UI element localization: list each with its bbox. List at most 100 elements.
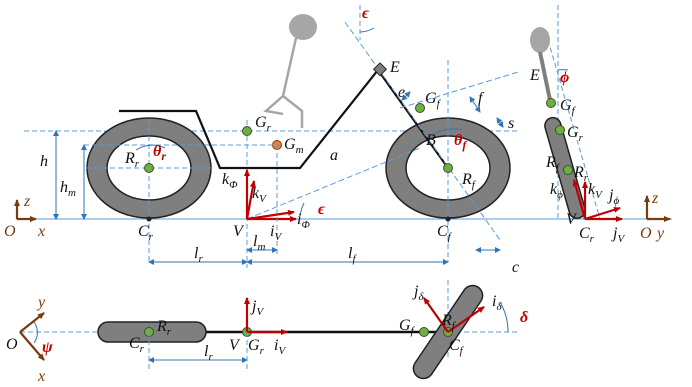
s-dimension: [496, 117, 504, 128]
top-label-gf: Gf: [399, 317, 416, 337]
label-kv: kV: [252, 185, 267, 205]
label-x-side: x: [37, 223, 45, 240]
top-label-cf: Cf: [449, 337, 465, 357]
top-i-delta-axis: [447, 306, 485, 333]
front-label-gr: Gr: [567, 124, 584, 144]
fork-offset-line: [399, 71, 519, 109]
label-theta-r: θr: [153, 143, 166, 163]
epsilon-top-arc: [359, 27, 375, 33]
top-label-lr: lr: [204, 343, 213, 363]
label-rr: Rr: [124, 150, 140, 170]
top-gf-point: [419, 327, 429, 337]
top-j-delta-axis: [423, 297, 449, 333]
label-h: h: [40, 153, 48, 170]
cr-point: [146, 216, 152, 222]
label-theta-f: θf: [454, 132, 467, 152]
top-label-i-delta: iδ: [492, 293, 502, 313]
top-label-y: y: [36, 294, 46, 311]
label-gr: Gr: [255, 114, 272, 134]
front-label-rr: Rr: [573, 164, 589, 184]
label-epsilon-top: ϵ: [362, 5, 369, 22]
delta-arc: [499, 301, 509, 333]
label-z-side: z: [23, 193, 31, 210]
label-rf: Rf: [461, 171, 477, 191]
epsilon-arc: [299, 202, 305, 217]
top-label-rr: Rr: [156, 318, 172, 338]
label-gm: Gm: [284, 136, 304, 156]
top-label-o: O: [6, 336, 18, 353]
label-e-point: E: [389, 59, 400, 76]
label-gf: Gf: [425, 90, 442, 110]
front-label-phi: ϕ: [560, 69, 569, 86]
front-label-y: y: [655, 225, 665, 242]
top-label-delta: δ: [520, 309, 528, 326]
theta-f-arc: [431, 128, 463, 136]
steering-head: [372, 62, 388, 77]
front-label-jv: jV: [611, 225, 625, 245]
top-view: y O ψ x Rr Cr jV lr V Gr iV jδ Gf Rf Cf …: [6, 280, 528, 385]
top-label-gr: Gr: [248, 337, 265, 357]
label-e-offset: e: [398, 84, 405, 101]
label-c: c: [512, 259, 519, 276]
label-iv: iV: [270, 223, 282, 243]
label-s: s: [508, 115, 514, 132]
label-f: f: [478, 90, 485, 107]
label-lr: lr: [194, 245, 203, 265]
label-cf: Cf: [437, 223, 453, 243]
frame: [119, 68, 449, 170]
label-k-phi: kΦ: [222, 171, 238, 191]
f-dimension: [469, 96, 481, 113]
label-o-side: O: [4, 223, 16, 240]
front-gf-point: [546, 98, 556, 108]
label-lm: lm: [253, 233, 265, 253]
top-label-x: x: [37, 368, 45, 385]
e-dimension: [401, 91, 411, 101]
i-phi-axis: [246, 209, 295, 221]
top-label-cr: Cr: [129, 335, 145, 355]
psi-arc: [33, 321, 38, 344]
side-view: h hm Rr θr Gr Gm kΦ kV V iV iΦ ϵ ϵ E e G…: [4, 5, 672, 276]
front-rf-point: [563, 165, 573, 175]
gf-point: [415, 103, 425, 113]
front-label-k-phi: kϕ: [550, 181, 563, 201]
gr-point: [242, 126, 252, 136]
front-label-kv: kV: [588, 181, 603, 201]
front-handlebar-post: [538, 51, 552, 101]
world-y-axis-top: [19, 312, 45, 333]
front-view: E ϕ Gf Gr Rf Rr kϕ kV jϕ V Cr jV O y z: [529, 5, 671, 245]
label-epsilon-base: ϵ: [318, 201, 325, 218]
world-x-axis-top: [19, 331, 45, 361]
front-label-e: E: [529, 67, 540, 84]
label-i-phi: iΦ: [297, 211, 310, 231]
k-v-axis: [245, 180, 256, 220]
label-a: a: [330, 147, 338, 164]
front-label-o: O: [640, 225, 652, 242]
front-gr-point: [555, 125, 565, 135]
top-label-iv: iV: [274, 337, 286, 357]
front-wheel-center-point: [443, 163, 453, 173]
front-j-phi-axis: [584, 206, 621, 221]
top-label-rf: Rf: [441, 312, 457, 332]
cf-point: [445, 216, 451, 222]
label-lf: lf: [348, 245, 357, 265]
baseline-offset: [246, 147, 421, 220]
label-b: B: [426, 132, 436, 149]
front-label-j-phi: jϕ: [607, 187, 619, 207]
front-label-gf: Gf: [560, 97, 577, 117]
front-label-rf: Rf: [545, 154, 561, 174]
label-hm: hm: [60, 179, 76, 199]
rider-figure: [263, 14, 317, 128]
front-label-v: V: [566, 211, 578, 228]
theta-r-arc: [135, 144, 166, 151]
front-label-z: z: [651, 190, 659, 207]
rear-wheel-center-point: [144, 163, 154, 173]
top-label-j-delta: jδ: [412, 283, 424, 303]
front-lean-axis: [547, 39, 601, 220]
front-label-cr: Cr: [579, 225, 595, 245]
front-rider-head: [530, 27, 550, 53]
top-label-psi: ψ: [42, 339, 53, 356]
front-k-phi-axis: [572, 179, 587, 220]
label-v: V: [233, 223, 245, 240]
label-cr: Cr: [138, 223, 154, 243]
